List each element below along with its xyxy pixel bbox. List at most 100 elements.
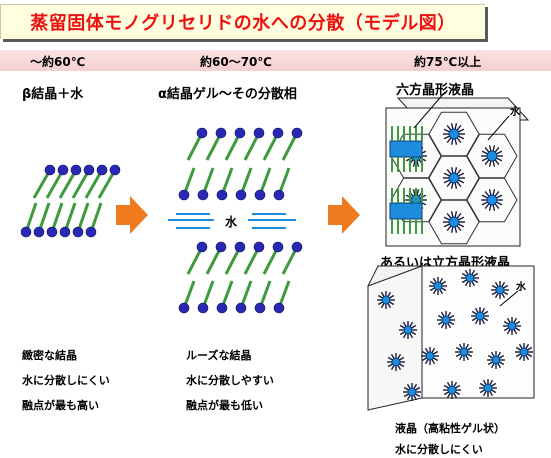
micelle-core: [441, 315, 451, 325]
micelle-core: [465, 273, 475, 283]
water-label-gel: 水: [225, 214, 238, 229]
beta-crystal-bilayer: [20, 164, 121, 238]
lipid-head: [254, 302, 266, 314]
micelle-core: [381, 295, 391, 305]
lipid-head: [215, 241, 227, 253]
stage-1-note-3: 融点が最も高い: [22, 399, 99, 412]
water-pointer-line-hex: [487, 115, 510, 141]
water-label-hex: 水: [509, 105, 521, 118]
lipid-head: [83, 164, 95, 176]
water-label-cubic: 水: [515, 280, 527, 293]
temp-header-1: ～約60℃: [30, 55, 86, 69]
lipid-head: [253, 127, 265, 139]
stage-2-note-2: 水に分散しやすい: [186, 374, 274, 387]
lipid-head: [197, 189, 209, 201]
lipid-head: [273, 302, 285, 314]
lipid-head: [235, 189, 247, 201]
hex-cell: [428, 155, 480, 201]
lipid-head: [196, 241, 208, 253]
micelle-core: [486, 194, 498, 206]
stage-3-note-1: 液晶（高粘性ゲル状）: [395, 422, 505, 435]
micelle-core: [448, 128, 460, 140]
micelle-core: [459, 347, 469, 357]
lipid-head: [234, 241, 246, 253]
lipid-head: [196, 127, 208, 139]
lipid-head: [33, 226, 45, 238]
hexagonal-rod-sideview: [389, 126, 423, 234]
lipid-head: [215, 127, 227, 139]
alpha-gel-bilayers: [178, 127, 303, 314]
lipid-head: [46, 226, 58, 238]
temp-header-2: 約60～70℃: [200, 55, 272, 69]
lipid-head: [216, 302, 228, 314]
micelle-core: [447, 385, 457, 395]
lipid-tail: [71, 169, 91, 199]
micelle-core: [448, 216, 460, 228]
micelle-core: [407, 387, 417, 397]
lipid-tail: [58, 169, 78, 199]
cubic-micelles: [377, 269, 533, 401]
micelle-core: [403, 325, 413, 335]
temp-header-3: 約75℃以上: [414, 55, 482, 69]
lipid-head: [272, 127, 284, 139]
lipid-head: [178, 302, 190, 314]
micelle-core: [495, 285, 505, 295]
micelle-core: [433, 281, 443, 291]
lipid-head: [57, 164, 69, 176]
micelle-core: [425, 351, 435, 361]
lipid-head: [291, 241, 303, 253]
lipid-head: [291, 127, 303, 139]
lipid-head: [272, 241, 284, 253]
micelle-core: [486, 150, 498, 162]
stage-1-note-1: 緻密な結晶: [22, 349, 77, 362]
stage-2-label: α結晶ゲル～その分散相: [158, 87, 297, 102]
lipid-head: [96, 164, 108, 176]
lipid-head: [20, 226, 32, 238]
lipid-head: [273, 189, 285, 201]
arrow-right-1: [116, 196, 148, 234]
hex-cell: [428, 199, 480, 245]
lipid-head: [70, 164, 82, 176]
lipid-tail: [45, 169, 65, 199]
lipid-tail: [97, 169, 117, 199]
hex-label-pointer: [413, 91, 446, 129]
rod-core: [389, 202, 423, 220]
diagram-title: 蒸留固体モノグリセリドの水への分散（モデル図）: [0, 4, 485, 39]
micelle-core: [491, 355, 501, 365]
lipid-tail: [32, 169, 52, 199]
lipid-head: [253, 241, 265, 253]
stage-3-note-2: 水に分散しにくい: [395, 443, 483, 456]
lipid-head: [254, 189, 266, 201]
micelle-core: [475, 311, 485, 321]
lipid-head: [44, 164, 56, 176]
lipid-head: [234, 127, 246, 139]
lipid-head: [59, 226, 71, 238]
temperature-header-band: [0, 50, 551, 71]
lipid-head: [109, 164, 121, 176]
hex-cell: [466, 133, 518, 179]
micelle-core: [483, 383, 493, 393]
lipid-head: [178, 189, 190, 201]
water-pointer-line-cubic: [499, 290, 519, 307]
lipid-head: [235, 302, 247, 314]
stage-1-label: β結晶＋水: [22, 87, 84, 102]
rod-core: [389, 140, 423, 158]
cubic-liquid-crystal-box: [367, 265, 535, 411]
lipid-tail: [84, 169, 104, 199]
micelle-core: [448, 172, 460, 184]
micelle-core: [391, 357, 401, 367]
stage-2-note-3: 融点が最も低い: [186, 399, 263, 412]
stage-1-note-2: 水に分散しにくい: [22, 374, 110, 387]
lipid-head: [197, 302, 209, 314]
lipid-head: [85, 226, 97, 238]
micelle-core: [507, 321, 517, 331]
water-layer-lines: [168, 213, 296, 229]
micelle-core: [519, 347, 529, 357]
hex-cell: [428, 111, 480, 157]
hex-cell: [466, 177, 518, 223]
arrow-right-2: [328, 196, 360, 234]
lipid-head: [216, 189, 228, 201]
lipid-head: [72, 226, 84, 238]
stage-2-note-1: ルーズな結晶: [186, 349, 252, 362]
